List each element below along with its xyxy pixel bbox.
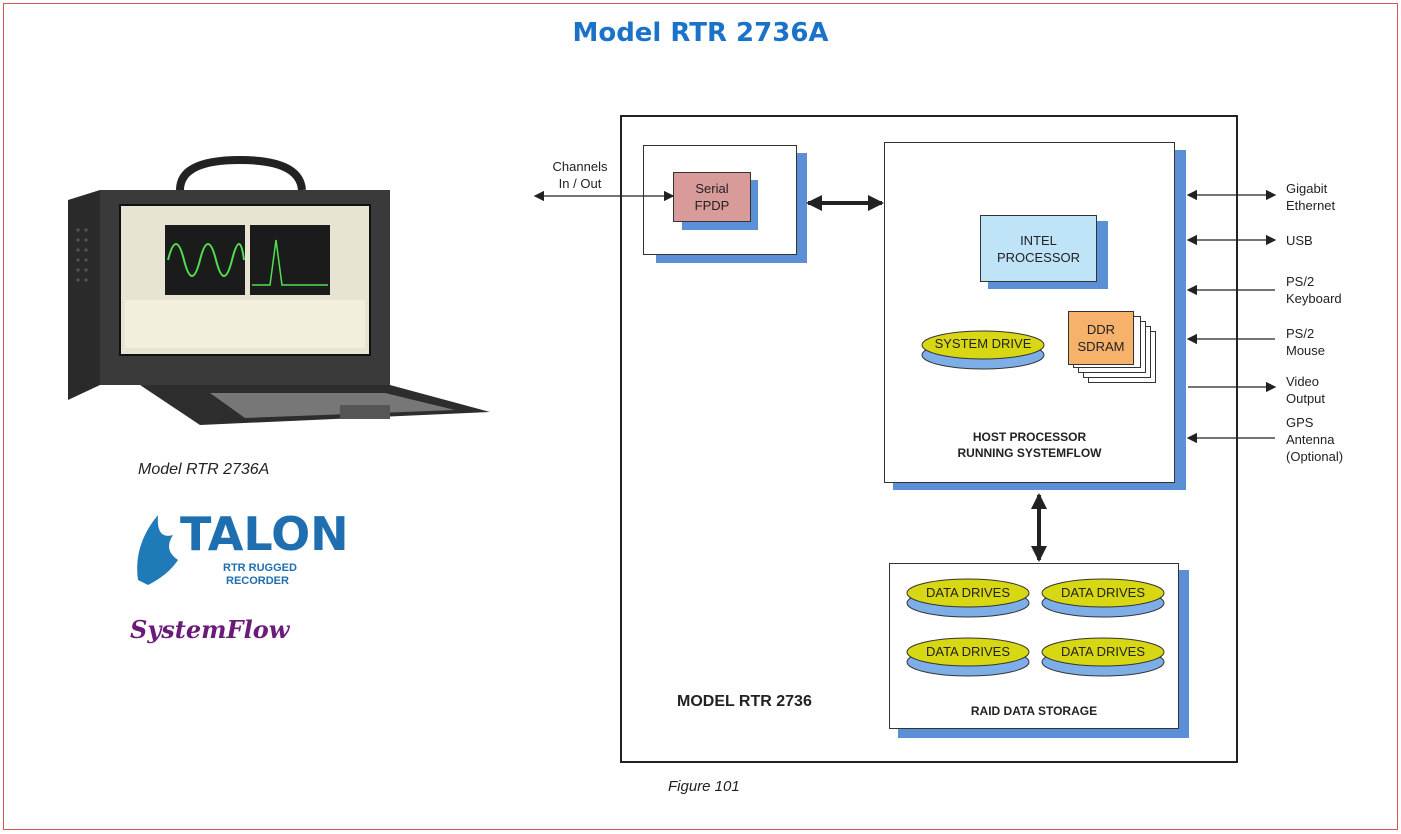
ddr-line1: DDR: [1086, 322, 1116, 337]
data-drive-icon: [906, 578, 1030, 618]
page-title: Model RTR 2736A: [572, 18, 829, 48]
photo-caption: Model RTR 2736A: [138, 461, 270, 478]
ddr-sdram-chip: DDR SDRAM: [1068, 311, 1134, 365]
system-drive-label: SYSTEM DRIVE: [934, 336, 1032, 351]
host-caption-2: RUNNING SYSTEMFLOW: [957, 446, 1102, 460]
host-caption-1: HOST PROCESSOR: [972, 430, 1087, 444]
data-drive-icon: [1041, 637, 1165, 677]
port-line: Keyboard: [1286, 291, 1342, 306]
port-line: PS/2: [1286, 274, 1315, 289]
port-line: Antenna: [1286, 432, 1335, 447]
talon-tagline-2: RECORDER: [226, 575, 289, 587]
port-label-ethernet: Gigabit Ethernet: [1286, 180, 1335, 214]
port-label-gps: GPS Antenna (Optional): [1286, 414, 1343, 465]
port-label-usb: USB: [1286, 232, 1313, 249]
port-line: Gigabit: [1286, 181, 1328, 196]
ddr-line2: SDRAM: [1077, 339, 1125, 354]
port-line: GPS: [1286, 415, 1314, 430]
port-line: Video: [1286, 374, 1320, 389]
data-drive-label: DATA DRIVES: [925, 644, 1011, 659]
channels-line1: Channels: [552, 159, 608, 174]
talon-tagline-1: RTR RUGGED: [223, 562, 297, 574]
port-label-video: Video Output: [1286, 373, 1325, 407]
systemflow-logo: SystemFlow: [130, 615, 290, 644]
page-frame: [3, 3, 1398, 830]
system-label: MODEL RTR 2736: [677, 693, 812, 710]
talon-name: TALON: [180, 507, 349, 561]
port-line: USB: [1286, 233, 1313, 248]
channels-line2: In / Out: [558, 176, 602, 191]
data-drive-label: DATA DRIVES: [1060, 644, 1146, 659]
figure-caption: Figure 101: [668, 778, 740, 795]
port-label-mouse: PS/2 Mouse: [1286, 325, 1325, 359]
data-drive-label: DATA DRIVES: [1060, 585, 1146, 600]
intel-line1: INTEL: [1020, 232, 1057, 248]
data-drive-icon: [1041, 578, 1165, 618]
data-drive-label: DATA DRIVES: [925, 585, 1011, 600]
port-line: Mouse: [1286, 343, 1326, 358]
raid-caption: RAID DATA STORAGE: [970, 704, 1098, 718]
data-drive-icon: [906, 637, 1030, 677]
port-label-keyboard: PS/2 Keyboard: [1286, 273, 1342, 307]
channels-label: Channels In / Out: [540, 158, 620, 192]
eagle-icon: [137, 515, 178, 585]
serial-fpdp-line1: Serial: [695, 181, 729, 196]
intel-line2: PROCESSOR: [996, 249, 1081, 265]
laptop-image: [68, 155, 490, 425]
port-line: Output: [1286, 391, 1326, 406]
system-drive-icon: [921, 330, 1045, 370]
port-line: (Optional): [1286, 449, 1344, 464]
serial-fpdp-line2: FPDP: [694, 198, 730, 213]
talon-logo: TALON RTR RUGGED RECORDER: [128, 505, 349, 590]
port-line: PS/2: [1286, 326, 1315, 341]
port-line: Ethernet: [1286, 198, 1336, 213]
